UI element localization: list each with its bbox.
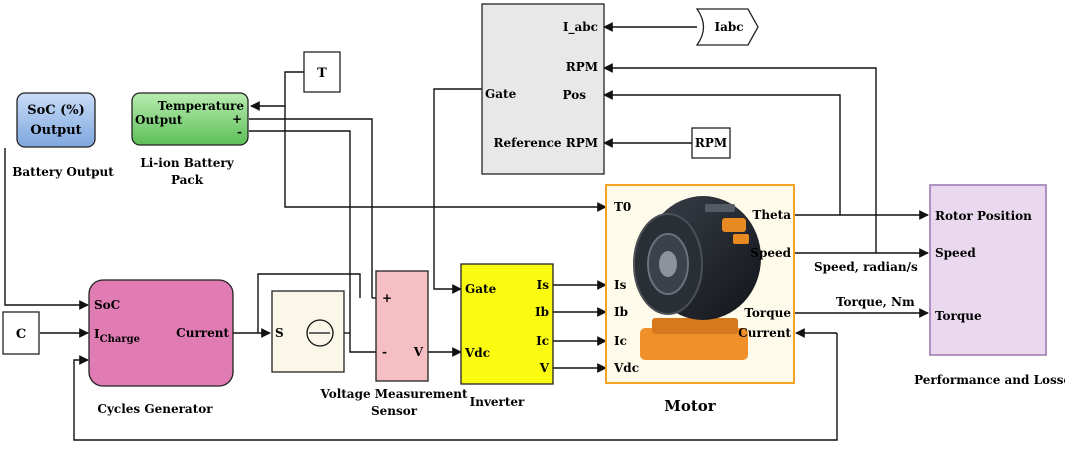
- current-source-port-s: S: [275, 326, 284, 340]
- wire-gate: [433, 88, 482, 294]
- motor-image: [633, 196, 761, 360]
- voltage-sensor-port-minus: -: [382, 345, 387, 359]
- rpm-tag-label: RPM: [695, 136, 727, 150]
- wire-pos-feedback: [603, 90, 841, 215]
- temperature-tag-label: T: [317, 66, 327, 81]
- motor-port-speed: Speed: [750, 246, 791, 260]
- motor-block[interactable]: T0 Is Ib Ic Vdc Theta Speed Torque Curre…: [605, 184, 795, 384]
- battery-port-minus: -: [237, 125, 242, 139]
- wire-battery-plus: [249, 118, 373, 298]
- cycles-port-icharge: ICharge: [94, 327, 140, 345]
- controller-port-ref-rpm: Reference RPM: [494, 136, 598, 150]
- performance-port-rotor-position: Rotor Position: [935, 209, 1032, 223]
- constant-c-block[interactable]: C: [2, 311, 40, 355]
- soc-output-line2: Output: [30, 123, 81, 138]
- wire-rpm-feedback: [603, 63, 877, 253]
- motor-port-ic: Ic: [614, 334, 627, 348]
- motor-port-torque: Torque: [744, 306, 791, 320]
- voltage-sensor-port-v: V: [413, 345, 424, 359]
- signal-wires: [4, 22, 929, 441]
- iabc-tag[interactable]: Iabc: [695, 8, 759, 46]
- wire-soc-to-cycles: [4, 148, 89, 310]
- inverter-port-ib: Ib: [535, 305, 549, 319]
- battery-port-output: Output: [135, 113, 183, 127]
- inverter-port-gate: Gate: [465, 282, 497, 296]
- battery-output-caption: Battery Output: [12, 165, 114, 179]
- soc-output-block[interactable]: SoC (%) Output: [16, 92, 96, 148]
- speed-signal-label: Speed, radian/s: [814, 260, 918, 274]
- motor-port-is: Is: [614, 278, 627, 292]
- motor-port-ib: Ib: [614, 305, 628, 319]
- battery-port-plus: +: [232, 112, 242, 126]
- cycles-caption: Cycles Generator: [97, 402, 213, 416]
- inverter-caption: Inverter: [470, 395, 525, 409]
- torque-signal-label: Torque, Nm: [836, 295, 915, 309]
- inverter-port-is: Is: [537, 278, 550, 292]
- current-source-icon: [306, 319, 334, 347]
- motor-port-vdc: Vdc: [613, 361, 639, 375]
- current-source-block[interactable]: S: [271, 290, 345, 373]
- soc-output-line1: SoC (%): [27, 103, 85, 118]
- performance-block[interactable]: Rotor Position Speed Torque: [929, 184, 1047, 356]
- voltage-sensor-port-plus: +: [382, 291, 392, 305]
- controller-port-gate: Gate: [485, 87, 517, 101]
- inverter-port-ic: Ic: [536, 334, 549, 348]
- cycles-port-soc: SoC: [94, 298, 120, 312]
- performance-caption: Performance and Losses: [914, 373, 1065, 387]
- battery-port-temperature: Temperature: [158, 99, 245, 113]
- voltage-sensor-block[interactable]: + - V: [375, 270, 429, 382]
- cycles-generator-block[interactable]: SoC ICharge Current: [88, 279, 234, 387]
- wire-t-to-temperature: [250, 71, 304, 111]
- controller-port-iabc: I_abc: [563, 20, 598, 35]
- performance-port-torque: Torque: [935, 309, 982, 323]
- wire-battery-minus: [249, 130, 376, 353]
- iabc-tag-label: Iabc: [714, 20, 743, 34]
- battery-caption-1: Li-ion Battery: [140, 156, 234, 170]
- wire-source-top: [257, 273, 361, 333]
- controller-block[interactable]: Gate I_abc RPM Pos Reference RPM: [481, 3, 605, 175]
- inverter-block[interactable]: Gate Vdc Is Ib Ic V: [460, 263, 554, 385]
- inverter-port-vdc: Vdc: [464, 346, 490, 360]
- temperature-tag[interactable]: T: [303, 51, 341, 93]
- rpm-tag[interactable]: RPM: [691, 127, 731, 159]
- voltage-sensor-caption-1: Voltage Measurement: [319, 387, 467, 401]
- motor-port-current: Current: [738, 326, 791, 340]
- battery-caption-2: Pack: [171, 173, 204, 187]
- battery-block[interactable]: Temperature Output + -: [131, 92, 249, 146]
- voltage-sensor-caption-2: Sensor: [371, 404, 418, 418]
- performance-port-speed: Speed: [935, 246, 976, 260]
- constant-c-label: C: [16, 327, 26, 342]
- controller-port-rpm: RPM: [566, 60, 598, 74]
- wire-bottom-loop: [73, 333, 838, 441]
- motor-caption: Motor: [664, 397, 717, 415]
- inverter-port-v: V: [539, 361, 550, 375]
- wire-temperature-to-t0: [284, 106, 607, 212]
- motor-port-theta: Theta: [752, 208, 791, 222]
- motor-port-t0: T0: [614, 200, 631, 214]
- cycles-port-current: Current: [176, 326, 229, 340]
- controller-port-pos: Pos: [563, 88, 587, 102]
